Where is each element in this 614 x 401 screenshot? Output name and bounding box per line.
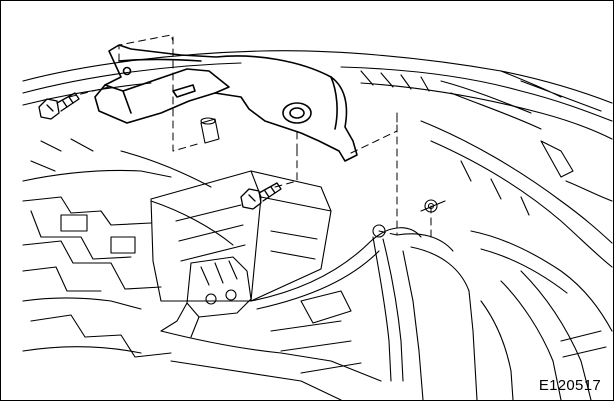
mounting-bracket bbox=[94, 44, 358, 162]
bolt-left bbox=[38, 92, 80, 120]
central-component-box bbox=[150, 170, 332, 302]
right-wing-panel bbox=[420, 120, 613, 400]
wire-connector bbox=[160, 256, 252, 338]
wire-harness bbox=[160, 199, 478, 400]
dashed-alignment-lines bbox=[68, 34, 432, 238]
left-engine-components bbox=[22, 138, 234, 358]
bracket-stud bbox=[200, 117, 220, 144]
upper-body-panel bbox=[22, 50, 613, 140]
figure-id-label: E120517 bbox=[538, 377, 601, 394]
